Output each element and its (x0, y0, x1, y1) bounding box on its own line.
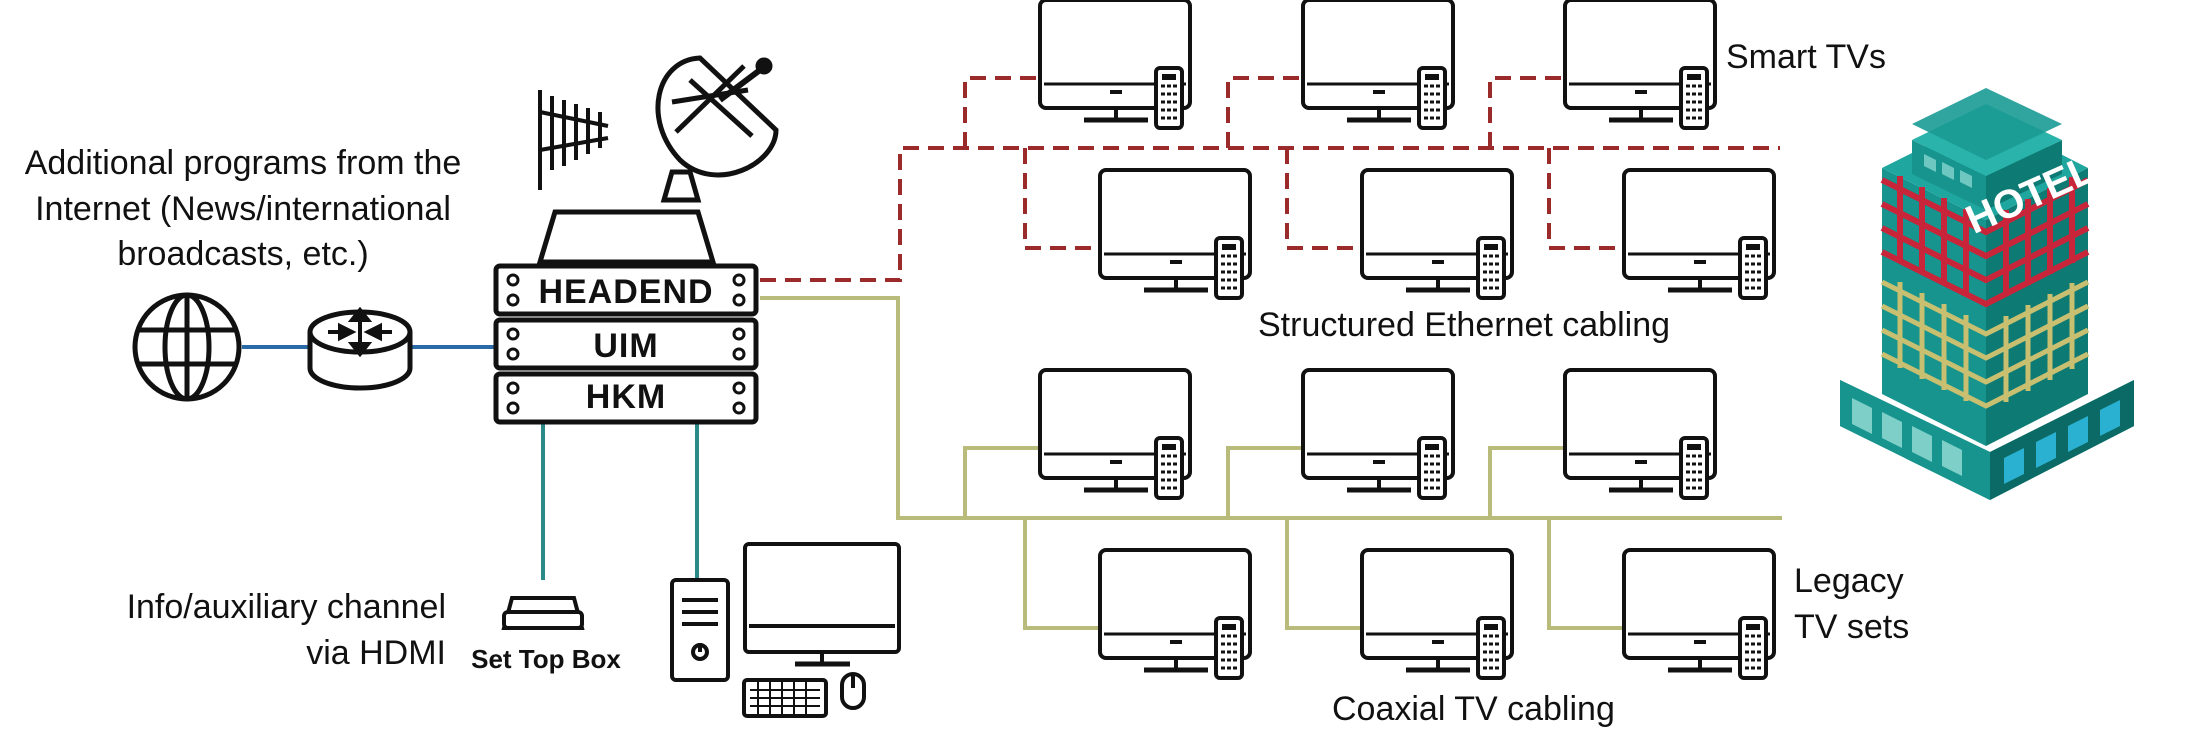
uim-unit: UIM (493, 317, 759, 371)
globe-icon (132, 292, 242, 402)
uim-label: UIM (593, 327, 658, 365)
legacy-tv-5 (1362, 550, 1512, 678)
coaxial-cabling-label: Coaxial TV cabling (1332, 690, 1615, 728)
set-top-box-label: Set Top Box (471, 644, 621, 674)
info-label-line2: via HDMI (306, 634, 446, 672)
info-label-line1: Info/auxiliary channel (127, 588, 446, 626)
legacy-tv-2 (1303, 370, 1453, 498)
legacy-tv-4 (1100, 550, 1250, 678)
smart-tv-2 (1303, 0, 1453, 128)
smart-tv-4 (1100, 170, 1250, 298)
hdmi-links (541, 423, 699, 580)
set-top-box-icon: Set Top Box (471, 596, 621, 674)
ethernet-cabling (760, 76, 1780, 282)
smart-tv-6 (1624, 170, 1774, 298)
smart-tv-5 (1362, 170, 1512, 298)
coaxial-cabling (760, 296, 1782, 630)
legacy-label-line1: Legacy (1794, 562, 1904, 600)
legacy-label-line2: TV sets (1794, 608, 1909, 646)
headend-unit: HEADEND (493, 263, 759, 317)
smart-tvs-label: Smart TVs (1726, 38, 1886, 76)
smart-tv-1 (1040, 0, 1190, 128)
internet-label-line2: Internet (News/international (35, 190, 451, 228)
internet-label: Additional programs from the Internet (N… (25, 144, 462, 273)
legacy-tv-6 (1624, 550, 1774, 678)
legacy-tv-group (1040, 370, 1774, 678)
desktop-computer-icon (670, 542, 901, 718)
hotel-building-icon: HOTEL (1840, 88, 2134, 500)
router-icon (307, 306, 413, 391)
internet-label-line1: Additional programs from the (25, 144, 462, 182)
info-channel-label: Info/auxiliary channel via HDMI (127, 588, 446, 672)
ethernet-cabling-label: Structured Ethernet cabling (1258, 306, 1670, 344)
hkm-unit: HKM (493, 371, 759, 425)
antenna-icon (538, 90, 609, 190)
hkm-label: HKM (586, 378, 666, 416)
headend-label: HEADEND (538, 273, 713, 311)
legacy-tv-3 (1565, 370, 1715, 498)
satellite-dish-icon (655, 55, 779, 203)
internet-label-line3: broadcasts, etc.) (117, 235, 368, 273)
smart-tv-3 (1565, 0, 1715, 128)
legacy-tv-1 (1040, 370, 1190, 498)
headend-rack: HEADEND UIM HKM (493, 209, 759, 425)
